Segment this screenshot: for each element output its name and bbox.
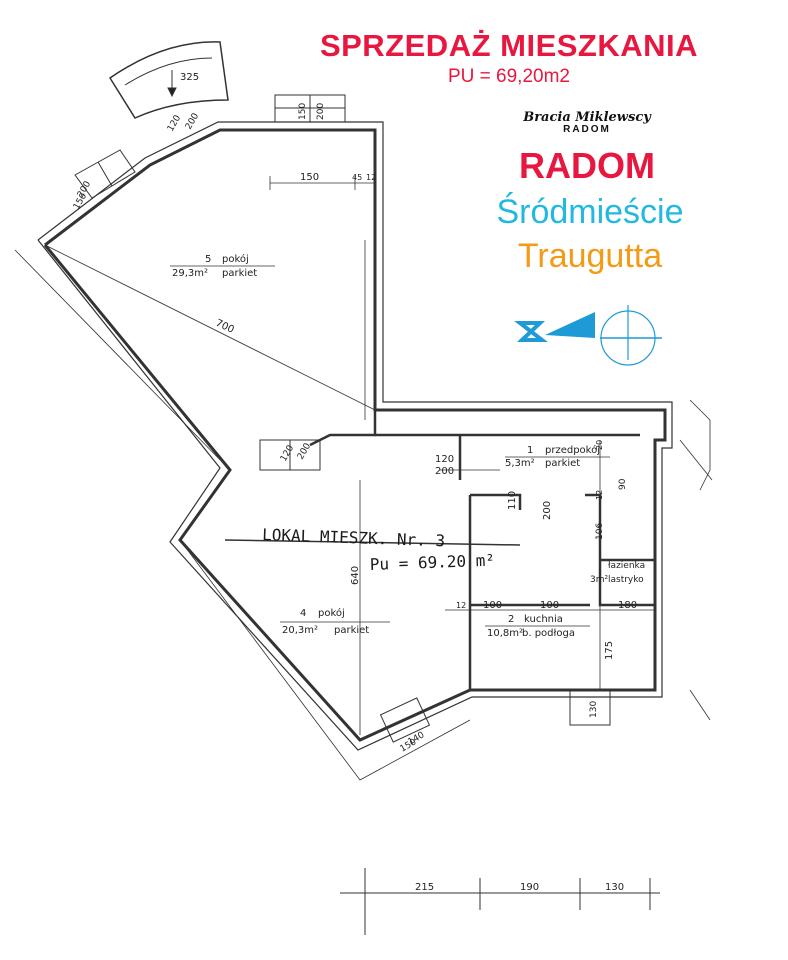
city-label: RADOM — [519, 145, 655, 186]
balcony-bay — [108, 41, 229, 119]
dim-45: 45 — [352, 173, 362, 182]
inner-walls — [309, 410, 655, 690]
room-2-number: 2 — [508, 614, 514, 625]
unit-label-group: LOKAL MIESZK. Nr. 3 Pu = 69.20 m² — [262, 525, 495, 574]
room-3-area: 3m² — [590, 575, 608, 585]
scale-215: 215 — [415, 882, 434, 893]
outer-walls — [37, 121, 673, 751]
room-3-floor: lastryko — [608, 575, 644, 585]
room-2-name: kuchnia — [524, 614, 563, 625]
dim-110: 110 — [507, 491, 518, 510]
district-label: Śródmieście — [496, 193, 684, 231]
room-4-name: pokój — [318, 607, 345, 619]
dim-175: 175 — [604, 641, 615, 660]
dim-640: 640 — [350, 566, 361, 585]
dim-12-right: 12 — [595, 490, 604, 500]
dim-12: 12 — [366, 173, 376, 182]
unit-label: LOKAL MIESZK. Nr. 3 — [262, 525, 446, 550]
dim-200-top: 200 — [316, 103, 326, 120]
window-top — [274, 94, 346, 123]
dim-90: 90 — [618, 478, 628, 490]
room-1-area: 5,3m² — [505, 458, 535, 469]
stair-dimension: 325 — [180, 72, 199, 83]
room-4-number: 4 — [300, 608, 306, 619]
diagonal-dimension — [44, 244, 376, 411]
street-label: Traugutta — [517, 237, 663, 275]
dim-120-door: 120 — [279, 443, 296, 463]
dim-700: 700 — [214, 318, 236, 336]
room-4-area: 20,3m² — [282, 625, 318, 636]
room-2-area: 10,8m² — [487, 628, 523, 639]
usable-area: PU = 69,20m2 — [448, 66, 570, 87]
room-5-name: pokój — [222, 253, 249, 265]
dim-180: 180 — [618, 600, 637, 611]
scale-190: 190 — [520, 882, 539, 893]
scale-130: 130 — [605, 882, 624, 893]
dim-12-kitchen: 12 — [456, 601, 466, 610]
room-1-floor: parkiet — [545, 458, 580, 469]
dim-130: 130 — [589, 701, 599, 718]
room-5-floor: parkiet — [222, 268, 257, 279]
room-4-floor: parkiet — [334, 625, 369, 636]
doors — [259, 439, 611, 743]
room-1-name: przedpokój — [545, 444, 600, 456]
dim-120-hall: 120 — [435, 454, 454, 465]
dim-150-top: 150 — [298, 103, 308, 120]
dim-200-hall2: 200 — [542, 501, 553, 520]
dim-200-hall: 200 — [435, 466, 454, 477]
dim-100-b: 100 — [540, 600, 559, 611]
dim-120-top: 120 — [166, 113, 183, 133]
window-left — [74, 149, 136, 199]
room-2-floor: b. podłoga — [522, 628, 575, 639]
listing-title: SPRZEDAŻ MIESZKANIA — [319, 28, 699, 63]
dim-20: 20 — [595, 440, 604, 450]
dim-200-window: 200 — [184, 111, 201, 131]
brand-name: Bracia Miklewscy — [523, 110, 651, 125]
dimension-lines — [224, 176, 655, 735]
unit-area: Pu = 69.20 m² — [369, 551, 495, 574]
scale-bar — [340, 868, 660, 935]
dim-100-a: 100 — [483, 600, 502, 611]
room-5-number: 5 — [205, 254, 211, 265]
brand-logo: Bracia Miklewscy RADOM — [512, 110, 662, 135]
north-arrow-icon — [514, 305, 662, 366]
dim-106: 106 — [595, 523, 605, 540]
brand-city: RADOM — [563, 124, 611, 135]
room-5-area: 29,3m² — [172, 268, 208, 279]
dim-150: 150 — [300, 172, 319, 183]
room-3-name: łazienka — [608, 561, 645, 571]
room-1-number: 1 — [527, 445, 533, 456]
